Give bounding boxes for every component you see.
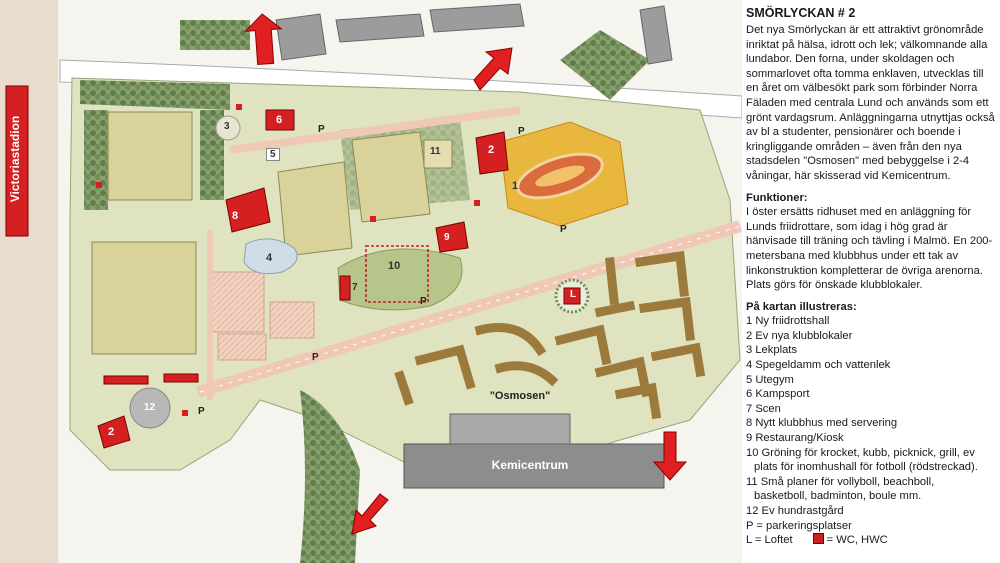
wc-marker — [236, 104, 242, 110]
lawn-10 — [337, 248, 463, 311]
pitch-3 — [277, 161, 353, 257]
north-building-a — [275, 13, 327, 61]
parking-marker: P — [560, 224, 567, 235]
courts-b — [217, 333, 267, 361]
dog-park-12 — [129, 387, 171, 429]
legend-item: 3 Lekplats — [746, 344, 797, 357]
zone-12-label: 12 — [144, 402, 156, 413]
building-8 — [225, 187, 271, 233]
parking-marker: P — [312, 352, 319, 363]
promenade-line — [199, 225, 741, 393]
legend-item: 5 Utegym — [746, 373, 794, 386]
north-path — [229, 106, 521, 154]
kemicentrum-building — [403, 443, 665, 489]
tree-belt-south — [300, 390, 360, 563]
zone-10-label: 10 — [388, 260, 401, 272]
intro-paragraph: Det nya Smörlyckan är ett attraktivt grö… — [746, 24, 995, 182]
legend-item: 7 Scen — [746, 402, 781, 415]
legend-item: P = parkeringsplatser — [746, 519, 852, 532]
indoor-football-outline — [365, 245, 429, 303]
loftet-label: L — [569, 289, 577, 300]
kemicentrum-label: Kemicentrum — [491, 458, 569, 472]
zone-2-label: 2 — [488, 144, 495, 156]
north-building-c — [429, 3, 525, 33]
access-arrows — [244, 13, 688, 535]
functions-paragraph: I öster ersätts ridhuset med en anläggni… — [746, 206, 993, 292]
zone-4-label: 4 — [266, 252, 273, 264]
pitch-4 — [351, 131, 431, 223]
arrow-south-east — [652, 431, 688, 481]
parking-marker: P — [518, 126, 525, 137]
tree-belt-north — [80, 80, 230, 110]
zone-9-label: 9 — [444, 232, 450, 243]
zone-8-label: 8 — [232, 210, 239, 222]
victoriastadion-building — [5, 85, 29, 237]
legend-item: 8 Nytt klubbhus med servering — [746, 417, 898, 430]
legend-item: 11 Små planer för vollyboll, beachboll, — [746, 475, 935, 488]
wc-marker — [182, 410, 188, 416]
zone-3-label: 3 — [224, 121, 230, 132]
legend-item: 1 Ny friidrottshall — [746, 315, 830, 328]
building-6 — [265, 109, 295, 131]
arrow-south — [351, 493, 389, 535]
north-building-b — [335, 13, 425, 43]
wc-marker — [474, 200, 480, 206]
legend-item: 2 Ev nya klubblokaler — [746, 329, 853, 342]
legend-item: 9 Restaurang/Kiosk — [746, 432, 844, 445]
zone-6-label: 6 — [276, 114, 283, 126]
pitch-1 — [107, 111, 193, 201]
pitch-2 — [91, 241, 197, 355]
parking-marker: P — [318, 124, 325, 135]
parking-marker: P — [420, 296, 427, 307]
small-courts-11 — [423, 139, 453, 169]
wc-square-icon — [812, 533, 824, 545]
building-2-south — [97, 415, 131, 449]
shelter-south-a — [103, 375, 149, 385]
zone-5-label: 5 — [266, 148, 280, 161]
zone-1-label: 1 — [512, 180, 519, 192]
legend-item-last: L = Loftet = WC, HWC — [746, 533, 996, 548]
north-building-d — [639, 5, 673, 65]
legend-item-continued: basketboll, badminton, boule mm. — [754, 490, 922, 503]
functions-heading: Funktioner: — [746, 191, 808, 204]
legend-list: 1 Ny friidrottshall 2 Ev nya klubblokale… — [746, 314, 996, 548]
wc-marker — [370, 216, 376, 222]
zone-11-label: 11 — [430, 146, 441, 157]
legend-item: 10 Gröning för krocket, kubb, picknick, … — [746, 446, 975, 459]
tree-group-ne — [560, 30, 650, 100]
building-2-east — [475, 131, 509, 175]
tree-group-n — [180, 20, 250, 50]
parking-marker: P — [198, 406, 205, 417]
kemicentrum-wing — [449, 413, 571, 445]
legend-heading: På kartan illustreras: — [746, 300, 857, 313]
osmosen-label: "Osmosen" — [489, 390, 551, 402]
tree-belt-west — [84, 110, 108, 210]
victoriastadion-label: Victoriastadion — [8, 115, 22, 203]
arrow-north-west — [244, 13, 283, 66]
stage-7 — [339, 275, 351, 301]
playground-3 — [215, 115, 241, 141]
mirror-pond — [243, 238, 298, 275]
legend-item-continued: plats för inomhushall för fotboll (rödst… — [754, 461, 978, 474]
courts-a — [207, 271, 265, 333]
zone-7-label: 7 — [352, 282, 358, 293]
wc-marker — [96, 182, 102, 188]
shelter-south-b — [163, 373, 199, 383]
legend-item: 6 Kampsport — [746, 388, 810, 401]
panel-title: SMÖRLYCKAN # 2 — [746, 6, 856, 20]
legend-item: 4 Spegeldamm och vattenlek — [746, 359, 891, 372]
loftet-legend: L = Loftet — [746, 534, 793, 547]
track-infield — [535, 165, 585, 187]
legend-item: 12 Ev hundrastgård — [746, 505, 844, 517]
loftet-building — [563, 287, 581, 305]
arrow-north-east — [473, 47, 513, 91]
osmosen-housing — [394, 250, 706, 420]
site-map: Victoriastadion Kemicentrum "Osmosen" L … — [0, 0, 742, 563]
wc-legend: = WC, HWC — [826, 534, 888, 547]
info-panel: SMÖRLYCKAN # 2 Det nya Smörlyckan är ett… — [746, 6, 996, 560]
building-9 — [435, 221, 469, 253]
courts-c — [269, 301, 315, 339]
zone-2b-label: 2 — [108, 426, 115, 438]
